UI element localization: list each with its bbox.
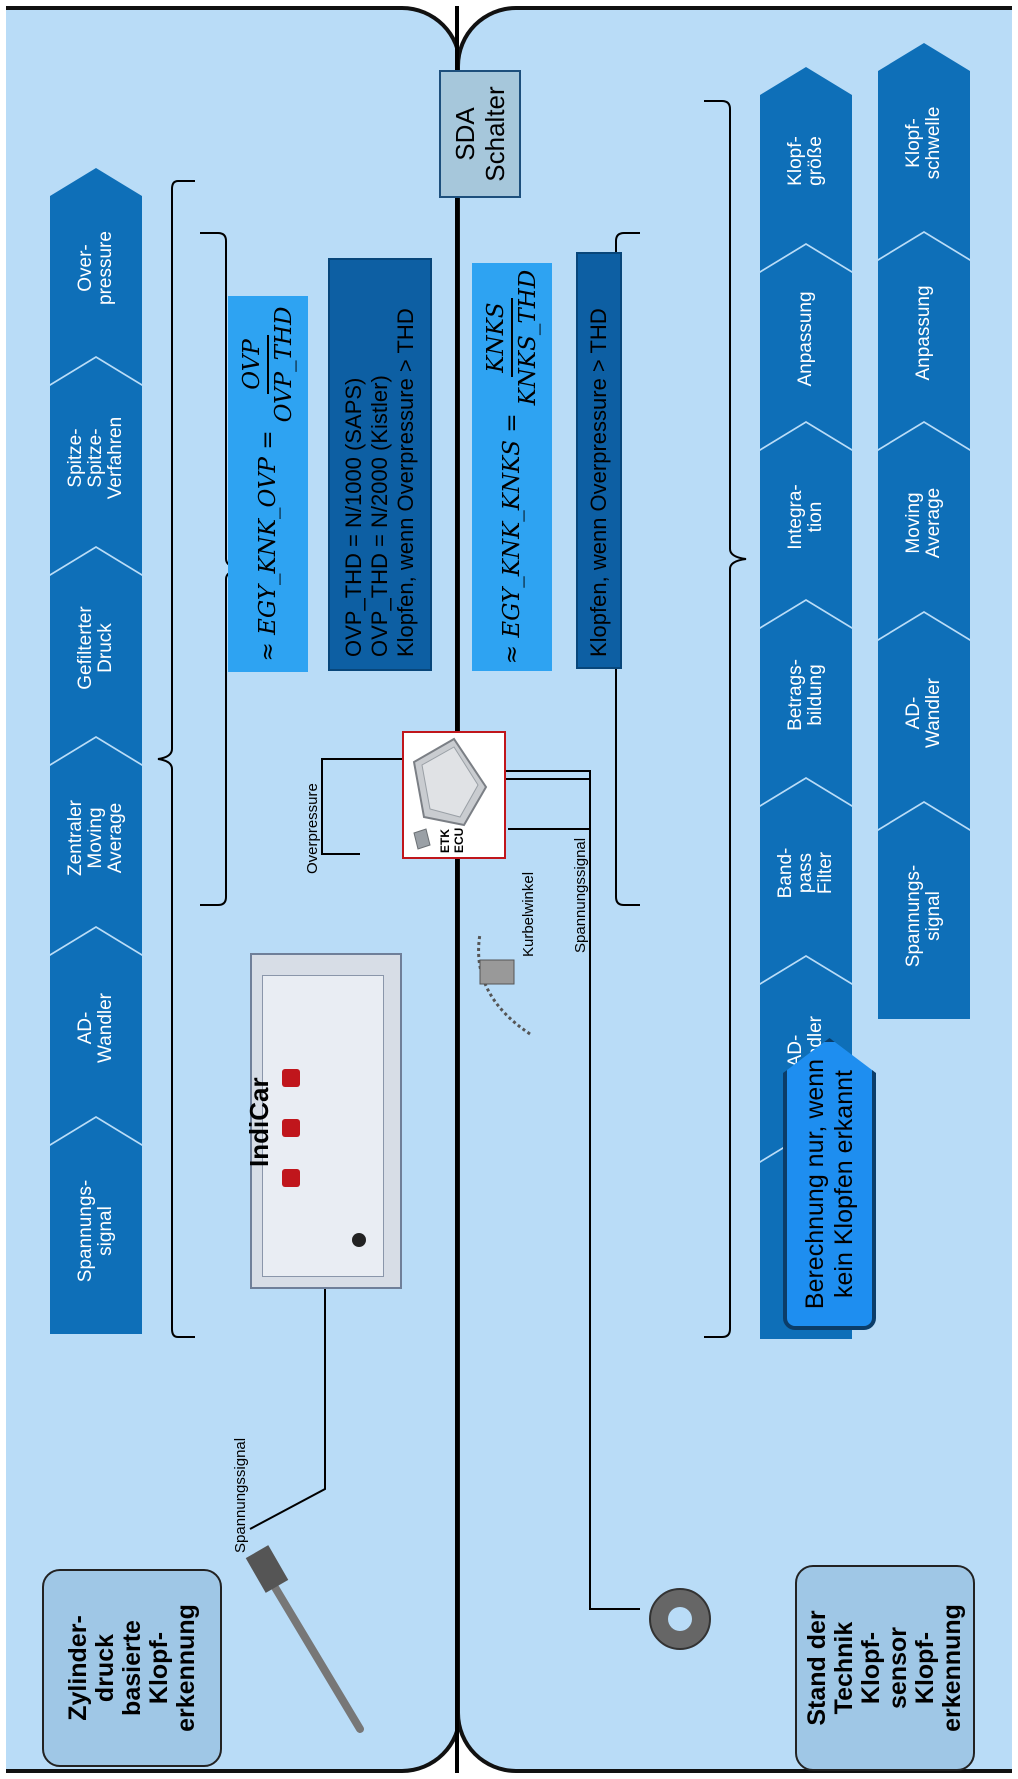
indicar-connector-red-3: [282, 1069, 300, 1087]
indicar-label: IndiCar: [244, 1077, 275, 1167]
knock-sensor-icon: [640, 1579, 720, 1659]
indicar-connector-red-1: [282, 1169, 300, 1187]
pressure-sensor-icon: [240, 1519, 370, 1739]
crank-sensor-icon: [450, 924, 550, 1044]
wire-label-overpressure: Overpressure: [304, 783, 321, 874]
indicar-front-panel: [262, 975, 384, 1277]
wire-label-knock-signal: Spannungssignal: [572, 838, 589, 953]
indicar-connector-red-2: [282, 1119, 300, 1137]
indicar-knob: [352, 1233, 366, 1247]
